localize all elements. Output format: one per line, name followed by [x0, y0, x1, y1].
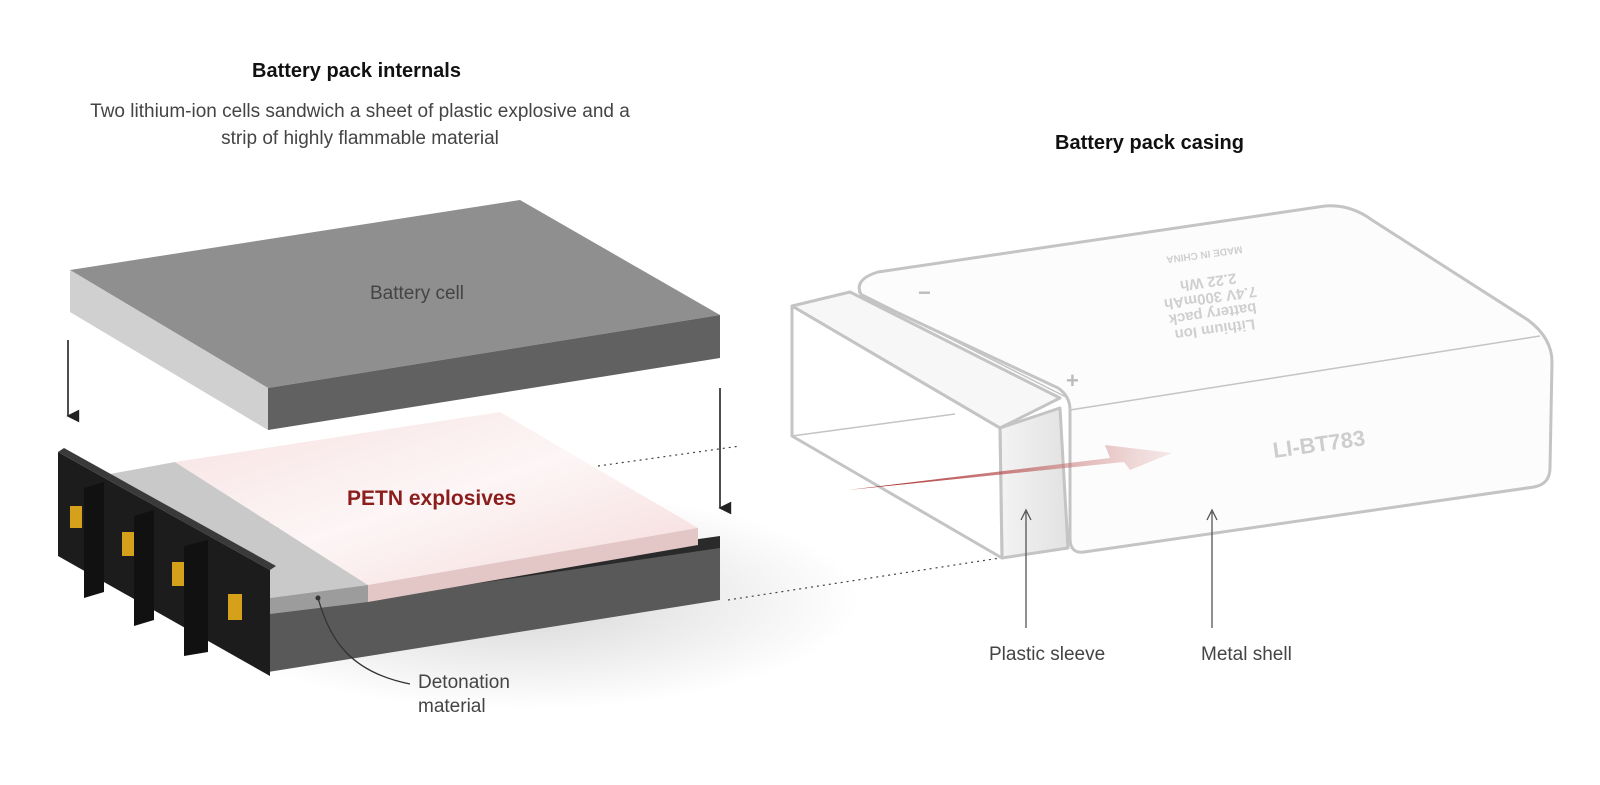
casing-title: Battery pack casing: [1055, 132, 1244, 154]
detonation-label-line2: material: [418, 696, 486, 717]
internals-description-line2: strip of highly flammable material: [221, 128, 499, 149]
guide-line-lower: [727, 557, 1001, 601]
red-direction-arrow: [848, 445, 1172, 490]
internals-description-line1: Two lithium-ion cells sandwich a sheet o…: [90, 101, 630, 122]
sleeve-leader-tip: [1020, 508, 1032, 521]
battery-cell-label: Battery cell: [370, 283, 464, 304]
plastic-sleeve: [790, 290, 1070, 560]
contact-pad-1: [70, 506, 82, 528]
battery-casing: [857, 204, 1554, 554]
metal-shell-label: Metal shell: [1201, 644, 1292, 665]
plus-sign: +: [1066, 368, 1079, 393]
connector-block: [58, 448, 276, 676]
detonation-leader-line: [317, 597, 411, 685]
guide-line-upper: [597, 445, 741, 467]
internals-title: Battery pack internals: [252, 60, 461, 82]
plastic-sleeve-label: Plastic sleeve: [989, 644, 1106, 665]
petn-sheet: [175, 412, 698, 602]
contact-pad-2: [122, 532, 134, 556]
contact-pad-4: [228, 594, 242, 620]
detonation-label-line1: Detonation: [418, 672, 510, 693]
petn-label: PETN explosives: [347, 487, 517, 510]
metal-shell: [857, 204, 1554, 554]
shell-leader-tip: [1206, 508, 1218, 521]
detonation-strip: [110, 462, 368, 598]
contact-pad-3: [172, 562, 184, 586]
battery-cell-top: [70, 200, 720, 430]
minus-sign: −: [918, 280, 931, 305]
